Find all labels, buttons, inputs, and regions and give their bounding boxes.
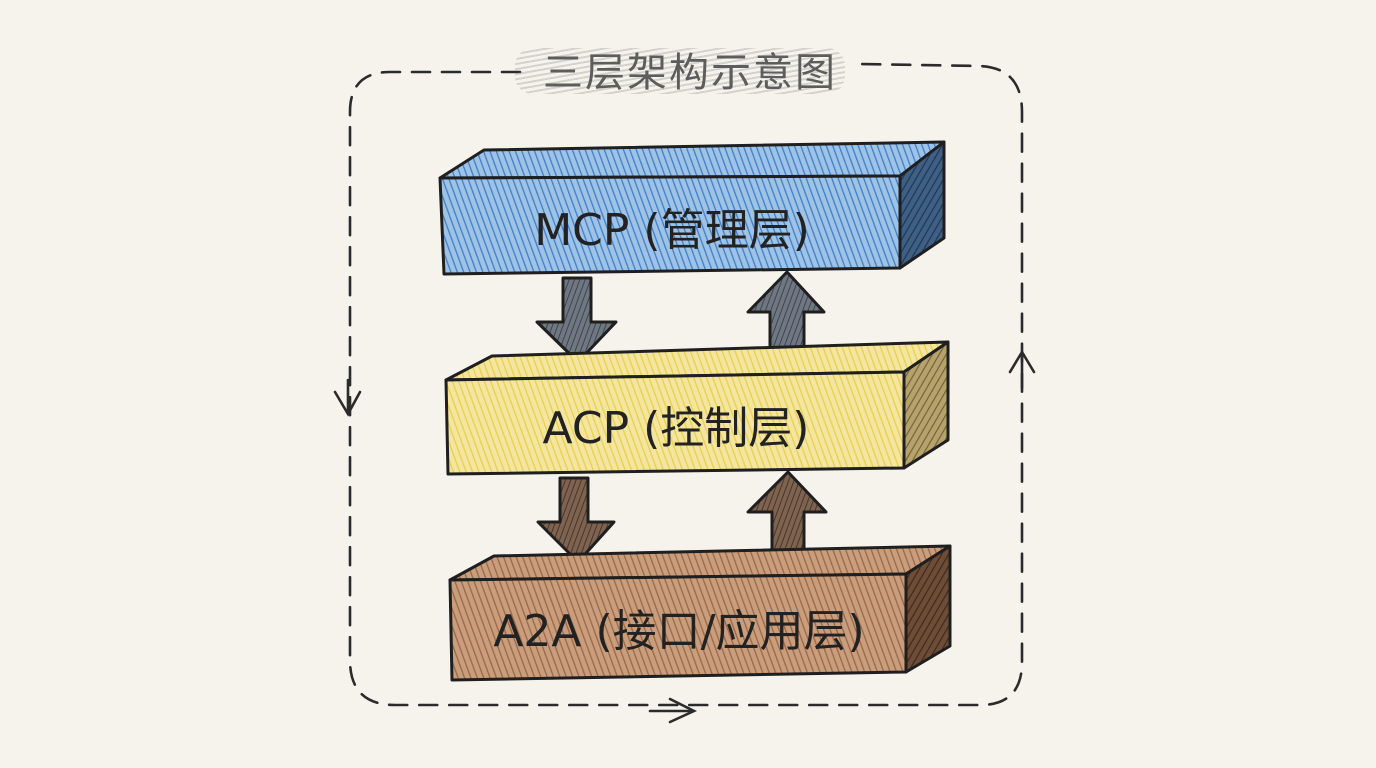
title-scribble-background	[515, 48, 845, 94]
layer-box-acp	[444, 340, 950, 476]
arrow-up-a2a-to-acp-icon	[746, 470, 828, 558]
dashed-loop-frame	[348, 62, 1024, 707]
loop-arrowhead-right-icon	[648, 697, 698, 724]
layer-label-mcp: MCP (管理层)	[534, 205, 810, 256]
layer-box-a2a	[448, 544, 952, 682]
loop-arrowhead-up-icon	[1008, 349, 1036, 390]
arrow-down-acp-to-a2a-icon	[536, 476, 616, 564]
diagram-title: 三层架构示意图	[543, 50, 837, 96]
arrow-down-mcp-to-acp-icon	[535, 276, 618, 364]
arrow-up-acp-to-mcp-icon	[746, 270, 826, 358]
layer-box-mcp	[438, 140, 946, 276]
loop-arrowhead-down-icon	[333, 378, 362, 417]
layer-label-a2a: A2A (接口/应用层)	[493, 606, 865, 657]
layer-label-acp: ACP (控制层)	[542, 403, 810, 454]
